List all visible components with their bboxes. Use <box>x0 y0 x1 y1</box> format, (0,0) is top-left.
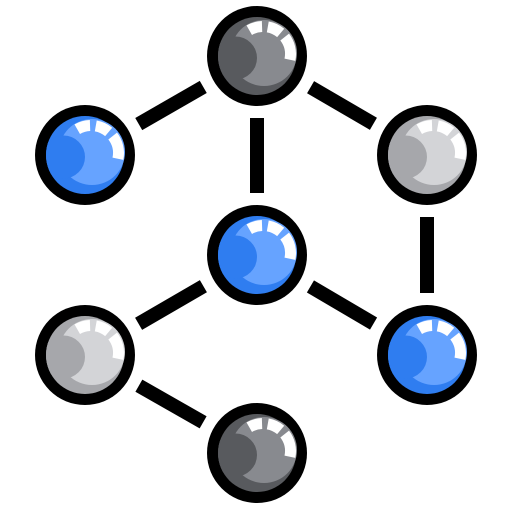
sphere-highlight-1 <box>74 120 91 134</box>
sphere-node-upper-left <box>35 105 135 205</box>
connector-line-top-upper-right <box>307 81 377 130</box>
sphere-highlight-1 <box>246 21 263 35</box>
sphere-highlight-2 <box>266 220 285 237</box>
sphere-highlight-3 <box>280 232 296 260</box>
connector-line-top-upper-left <box>135 80 207 131</box>
node-spheres <box>35 6 477 503</box>
sphere-crescent <box>388 335 427 379</box>
sphere-highlight-2 <box>436 320 455 337</box>
sphere-node-lower-right <box>377 305 477 405</box>
sphere-node-center <box>207 205 307 305</box>
sphere-node-lower-left <box>35 305 135 405</box>
sphere-node-top <box>207 6 307 106</box>
sphere-crescent <box>218 235 258 279</box>
sphere-highlight-2 <box>436 120 455 137</box>
sphere-highlight-2 <box>94 120 113 137</box>
sphere-crescent <box>218 36 258 80</box>
sphere-highlight-1 <box>246 220 263 234</box>
sphere-highlight-3 <box>108 332 124 360</box>
connector-line-center-lower-left <box>135 280 207 330</box>
sphere-node-upper-right <box>377 105 477 205</box>
sphere-highlight-1 <box>74 320 91 334</box>
sphere-highlight-2 <box>266 418 285 435</box>
sphere-crescent <box>388 135 427 179</box>
sphere-highlight-2 <box>266 21 285 38</box>
sphere-highlight-1 <box>416 120 433 134</box>
sphere-highlight-3 <box>450 132 466 160</box>
sphere-highlight-2 <box>94 320 113 337</box>
sphere-highlight-3 <box>450 332 466 360</box>
sphere-highlight-3 <box>108 132 124 160</box>
sphere-crescent <box>46 335 85 379</box>
sphere-crescent <box>218 433 258 477</box>
sphere-highlight-1 <box>246 418 263 432</box>
connector-lines <box>135 80 434 429</box>
connector-line-lower-left-bottom <box>135 379 207 429</box>
sphere-crescent <box>46 135 85 179</box>
sphere-highlight-1 <box>416 320 433 334</box>
sphere-highlight-3 <box>280 33 296 61</box>
sphere-highlight-3 <box>280 430 296 458</box>
connector-line-center-lower-right <box>306 280 378 330</box>
sphere-node-bottom <box>207 403 307 503</box>
